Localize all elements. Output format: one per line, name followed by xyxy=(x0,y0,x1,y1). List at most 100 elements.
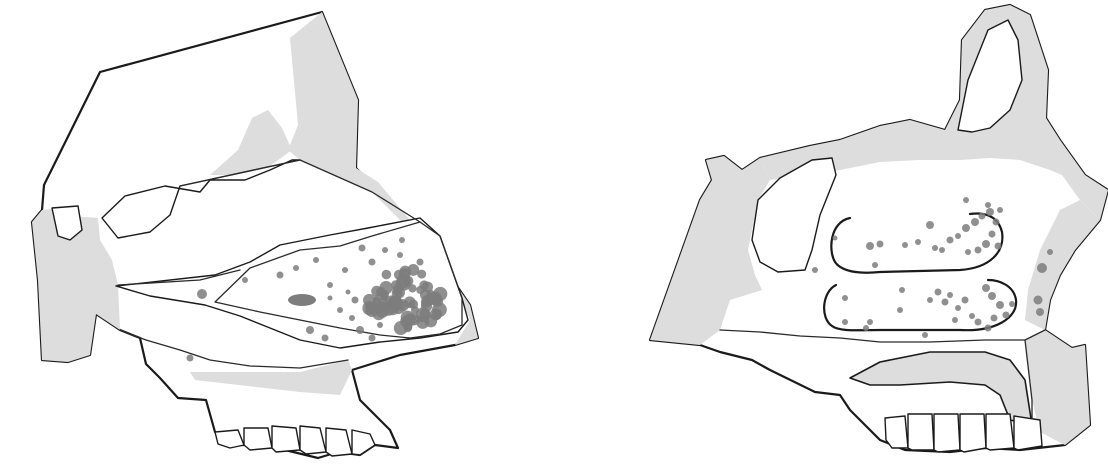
lesion-dot xyxy=(397,252,403,258)
lesion-dot xyxy=(306,326,314,334)
lesion-dot xyxy=(986,208,994,216)
lesion-dot xyxy=(995,243,1002,250)
lesion-dot xyxy=(952,317,958,323)
lesion-dot xyxy=(982,240,990,248)
left-septum-plate xyxy=(116,218,468,348)
lesion-dot xyxy=(902,242,908,248)
lesion-dot xyxy=(982,284,990,292)
lesion-dot xyxy=(997,207,1003,213)
lesion-dot xyxy=(932,245,938,251)
left-frontal-sinus xyxy=(102,160,300,238)
lesion-dot xyxy=(947,292,953,298)
lesion-dot xyxy=(927,297,933,303)
lesion-dot xyxy=(322,335,329,342)
lesion-dot xyxy=(399,266,411,278)
lesion-dot xyxy=(346,290,351,295)
lesion-dot xyxy=(979,213,986,220)
right-floor-line xyxy=(720,330,1045,342)
lesion-dot xyxy=(833,236,838,241)
lesion-dot xyxy=(242,277,248,283)
lesion-dot xyxy=(356,326,364,334)
lesion-dot xyxy=(399,237,405,243)
lesion-dot xyxy=(863,325,869,331)
lesion-dot xyxy=(369,259,376,266)
lesion-dot xyxy=(369,335,376,342)
lesion-dot xyxy=(277,272,284,279)
lesion-dot xyxy=(1003,312,1010,319)
lesion-dot xyxy=(942,299,949,306)
lesion-dot xyxy=(365,304,378,317)
lesion-dot xyxy=(380,293,388,301)
lesion-dot xyxy=(393,283,402,292)
lesion-dot xyxy=(386,303,399,316)
left-panel xyxy=(32,12,478,458)
lesion-dot xyxy=(971,218,979,226)
lesion-dot xyxy=(975,319,982,326)
lesion-dot xyxy=(991,315,998,322)
lesion-dot xyxy=(842,295,848,301)
lesion-dot xyxy=(922,332,928,338)
lesion-dot xyxy=(969,313,975,319)
left-palate xyxy=(190,360,352,395)
lesion-dot xyxy=(915,239,921,245)
lesion-dot xyxy=(812,267,818,273)
lesion-dot xyxy=(421,301,432,312)
lesion-dot xyxy=(962,297,969,304)
lesion-dot xyxy=(872,262,878,268)
lesion-dot xyxy=(962,224,970,232)
lesion-dot xyxy=(899,287,905,293)
lesion-dot xyxy=(382,270,392,280)
lesion-blob xyxy=(288,294,316,306)
right-anterior-wall xyxy=(1025,200,1100,330)
lesion-dot xyxy=(985,202,991,208)
lesion-dot xyxy=(867,319,873,325)
lesion-dot xyxy=(1037,263,1047,273)
lesion-dot xyxy=(926,221,934,229)
lesion-dot xyxy=(409,300,418,309)
right-panel xyxy=(650,5,1108,452)
lesion-dot xyxy=(349,315,355,321)
lesion-dot xyxy=(1009,301,1015,307)
lesion-dot xyxy=(842,319,848,325)
lesion-dot xyxy=(897,307,903,313)
lesion-dot xyxy=(935,289,942,296)
lesion-dot xyxy=(993,219,1000,226)
lesion-dot xyxy=(955,305,961,311)
lesion-dot xyxy=(939,247,945,253)
lesion-dot xyxy=(382,247,388,253)
lesion-dot xyxy=(313,257,319,263)
lesion-dot xyxy=(359,245,366,252)
lesion-dot xyxy=(985,325,992,332)
lesion-dot xyxy=(427,290,435,298)
lesion-dot xyxy=(975,247,982,254)
lesion-dot xyxy=(371,286,382,297)
lesion-dot xyxy=(187,355,194,362)
lesion-dot xyxy=(342,267,348,273)
lesion-dot xyxy=(197,289,207,299)
lesion-dot xyxy=(965,249,971,255)
right-teeth xyxy=(885,414,1042,452)
lesion-dot xyxy=(377,322,383,328)
lesion-dot xyxy=(877,241,884,248)
lesion-dot xyxy=(293,265,299,271)
lesion-dot xyxy=(989,231,996,238)
lesion-dot xyxy=(963,197,969,203)
lesion-dot xyxy=(1034,296,1043,305)
lesion-dot xyxy=(337,307,343,313)
lesion-dot xyxy=(424,315,437,328)
lesion-dot xyxy=(1036,308,1044,316)
lesion-dot xyxy=(408,284,416,292)
lesion-dot xyxy=(996,301,1004,309)
lesion-dot xyxy=(955,233,961,239)
lesion-dot xyxy=(988,292,996,300)
lesion-dot xyxy=(866,242,874,250)
lesion-dot xyxy=(327,282,333,288)
lesion-dot xyxy=(328,296,333,301)
lesion-dot xyxy=(352,297,359,304)
lesion-dot xyxy=(947,237,954,244)
right-posterior-bone xyxy=(650,156,770,345)
lesion-dot xyxy=(417,259,424,266)
lesion-dot xyxy=(1047,249,1053,255)
